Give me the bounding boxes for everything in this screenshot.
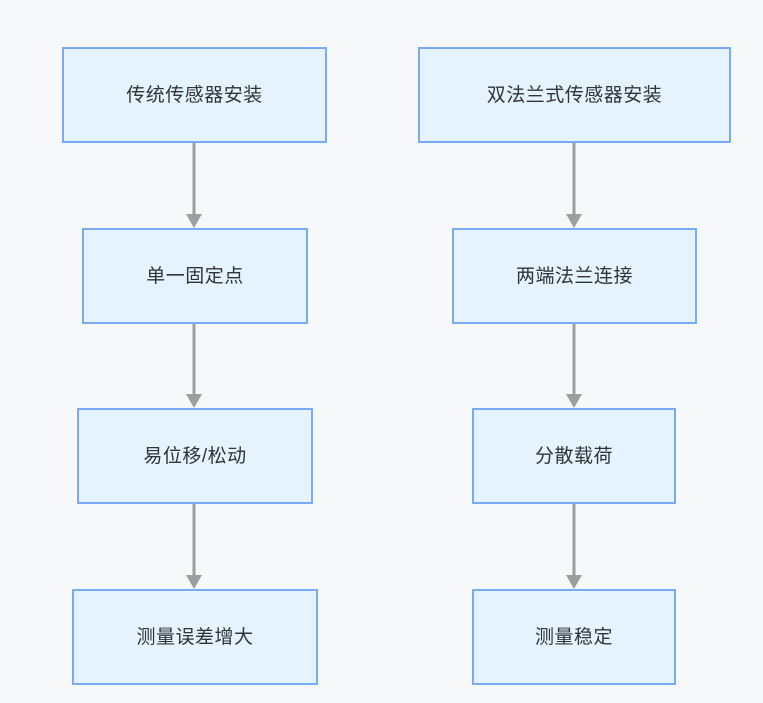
arrow-head-icon [186,575,202,589]
flow-node-right-1[interactable]: 双法兰式传感器安装 [418,47,731,143]
flow-node-left-3[interactable]: 易位移/松动 [77,408,313,504]
arrow-head-icon [566,575,582,589]
flow-node-label: 测量误差增大 [136,626,254,648]
flow-node-right-4[interactable]: 测量稳定 [472,589,676,685]
flow-node-left-4[interactable]: 测量误差增大 [72,589,318,685]
flow-arrow [186,324,202,408]
flow-node-label: 测量稳定 [534,626,613,648]
flow-arrow [186,143,202,228]
flow-node-right-3[interactable]: 分散载荷 [472,408,676,504]
flow-node-right-2[interactable]: 两端法兰连接 [452,228,697,324]
flow-arrow [186,504,202,589]
flow-node-label: 分散载荷 [534,445,613,467]
flow-arrow [566,504,582,589]
arrow-head-icon [566,394,582,408]
flow-node-left-2[interactable]: 单一固定点 [82,228,308,324]
arrow-head-icon [186,394,202,408]
flow-node-label: 双法兰式传感器安装 [486,84,663,106]
flow-arrow [566,143,582,228]
flow-arrow [566,324,582,408]
flow-node-left-1[interactable]: 传统传感器安装 [62,47,327,143]
flow-node-label: 单一固定点 [146,265,244,287]
flow-node-label: 传统传感器安装 [126,84,263,106]
flow-node-label: 易位移/松动 [143,445,247,467]
flow-node-label: 两端法兰连接 [515,265,633,287]
arrow-head-icon [566,214,582,228]
arrow-head-icon [186,214,202,228]
